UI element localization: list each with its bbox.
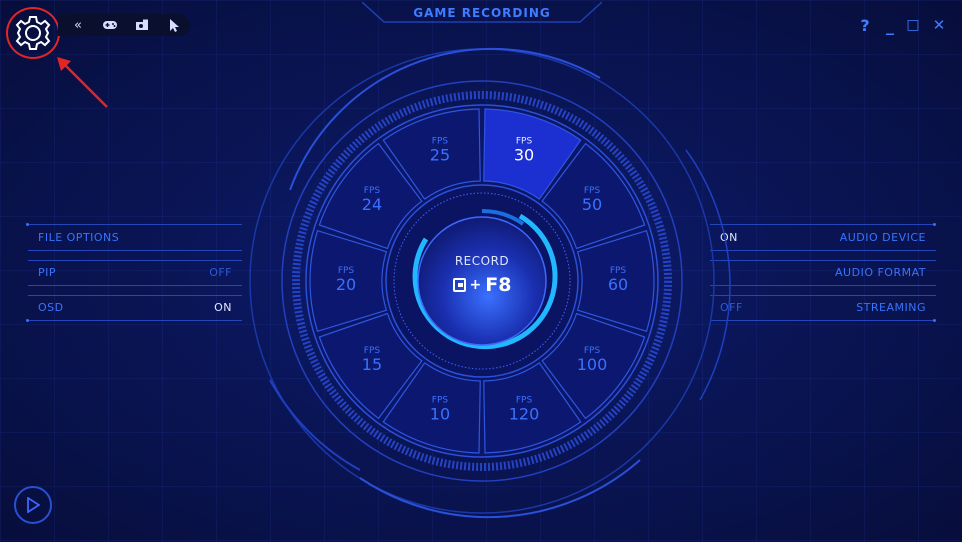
cursor-button[interactable] [163, 15, 185, 35]
option-label: STREAMING [856, 300, 926, 314]
option-label: FILE OPTIONS [38, 230, 120, 244]
fps-segment-shape [309, 229, 388, 333]
option-value: OFF [209, 265, 232, 279]
fps-value: 30 [514, 146, 534, 165]
gamepad-icon [103, 21, 117, 29]
fps-segment-shape [483, 362, 582, 454]
fps-value: 100 [577, 355, 608, 374]
record-button[interactable]: RECORD + F8 [420, 220, 544, 344]
title-frame [362, 1, 602, 23]
fps-segment-shape [541, 312, 646, 420]
play-button[interactable] [14, 486, 52, 524]
hotkey-key: F8 [485, 274, 512, 296]
divider-dot [26, 223, 29, 226]
option-label: OSD [38, 300, 64, 314]
option-value: ON [214, 300, 232, 314]
fps-value: 24 [362, 195, 382, 214]
fps-segment-shape [382, 362, 481, 454]
fps-caption: FPS [516, 395, 533, 405]
collapse-button[interactable]: « [74, 17, 82, 33]
fps-value: 25 [430, 146, 450, 165]
option-value: OFF [720, 300, 743, 314]
ctrl-key-icon [452, 278, 466, 292]
fps-caption: FPS [432, 137, 449, 147]
minimize-button[interactable]: _ [886, 15, 894, 35]
fps-value: 50 [582, 195, 602, 214]
fps-caption: FPS [364, 346, 381, 356]
fps-caption: FPS [364, 186, 381, 196]
divider [710, 260, 936, 261]
camera-icon [135, 19, 148, 30]
divider-dot [933, 223, 936, 226]
fps-value: 10 [430, 404, 450, 423]
fps-caption: FPS [584, 346, 601, 356]
fps-value: 15 [362, 355, 382, 374]
fps-segments: FPS30FPS50FPS60FPS100FPS120FPS10FPS15FPS… [309, 108, 655, 454]
divider [28, 285, 242, 286]
option-label: AUDIO DEVICE [839, 230, 926, 244]
fps-segment-shape [483, 108, 582, 200]
option-osd[interactable]: OSD ON [28, 292, 242, 322]
divider [28, 320, 242, 321]
record-hotkey: + F8 [420, 274, 544, 296]
fps-caption: FPS [584, 186, 601, 196]
option-file-options[interactable]: FILE OPTIONS [28, 222, 242, 252]
hotkey-plus: + [469, 277, 482, 293]
option-pip[interactable]: PIP OFF [28, 257, 242, 287]
fps-segment-shape [318, 142, 423, 250]
divider-dot [933, 319, 936, 322]
fps-value: 20 [336, 275, 356, 294]
fps-caption: FPS [338, 266, 355, 276]
record-label: RECORD [454, 254, 510, 268]
top-toolbar: « [58, 14, 190, 36]
fps-caption: FPS [432, 395, 449, 405]
annotation-arrow [57, 57, 108, 108]
option-audio-format[interactable]: AUDIO FORMAT [710, 257, 936, 287]
divider-dot [26, 319, 29, 322]
close-button[interactable]: ✕ [932, 16, 946, 34]
fps-caption: FPS [516, 137, 533, 147]
help-button[interactable]: ? [860, 15, 870, 35]
fps-segment-shape [541, 142, 646, 250]
fps-value: 120 [509, 404, 540, 423]
divider [710, 295, 936, 296]
option-label: AUDIO FORMAT [835, 265, 926, 279]
page-title: GAME RECORDING [413, 6, 551, 20]
fps-caption: FPS [610, 266, 627, 276]
fps-value: 60 [608, 275, 628, 294]
gear-icon [15, 16, 51, 50]
fps-segment-shape [576, 229, 655, 333]
divider [28, 250, 242, 251]
fps-segment-shape [318, 312, 423, 420]
divider [710, 285, 936, 286]
screenshot-button[interactable] [131, 15, 153, 35]
game-mode-button[interactable] [99, 15, 121, 35]
divider [710, 250, 936, 251]
inner-rings [385, 184, 579, 378]
play-icon [27, 497, 40, 513]
divider [28, 260, 242, 261]
option-streaming[interactable]: OFF STREAMING [710, 292, 936, 322]
divider [28, 295, 242, 296]
divider [710, 320, 936, 321]
divider [710, 224, 936, 225]
option-label: PIP [38, 265, 57, 279]
divider [28, 224, 242, 225]
maximize-button[interactable]: □ [906, 17, 920, 33]
cursor-icon [169, 18, 179, 32]
fps-segment-shape [382, 108, 481, 200]
